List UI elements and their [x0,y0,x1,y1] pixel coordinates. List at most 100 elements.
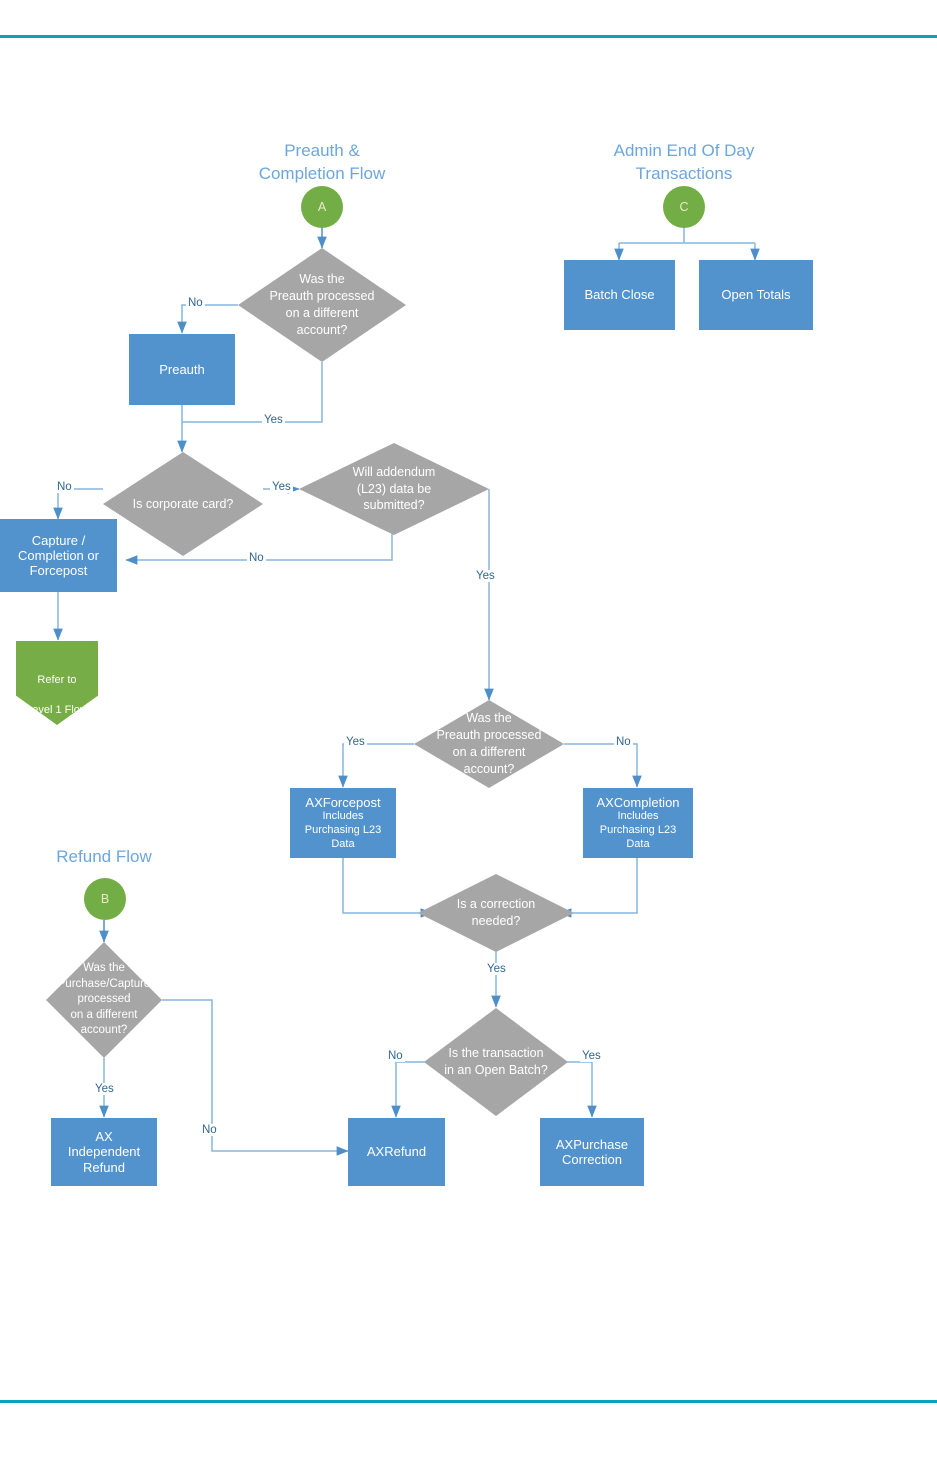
preauth-flow-title-line2: Completion Flow [258,163,386,183]
decision-text: Will addendum (L23) data be submitted? [299,443,489,535]
edge-label-yes-7: Yes [93,1083,116,1095]
process-axrefund[interactable]: AXRefund [348,1118,445,1186]
process-axpurchase-correction[interactable]: AXPurchase Correction [540,1118,644,1186]
process-axcompletion-sub3: Data [626,837,650,850]
decision-line: Was the [466,711,512,726]
decision-line: on a different [285,306,359,320]
process-axforcepost-sub1: Includes [322,810,364,823]
edge-label-no-1: No [186,297,205,309]
process-preauth[interactable]: Preauth [129,334,235,405]
edge-label-yes-4: Yes [344,736,367,748]
edge-label-yes-1: Yes [262,414,285,426]
edge-label-no-4: No [614,736,633,748]
process-ax-independent-text: AX Independent Refund [68,1129,140,1175]
process-axrefund-label: AXRefund [366,1144,427,1160]
process-axforcepost-sub3: Data [331,837,355,850]
process-capture-sub2: Forcepost [29,563,88,579]
decision-is-a-correction-needed[interactable]: Is a correction needed? [418,874,574,952]
process-ax-independent-sub1: Independent [67,1144,141,1160]
decision-line: Purchase/Capture [57,977,151,990]
connector-a-label: A [317,200,327,214]
decision-line: needed? [471,914,521,928]
decision-line: Preauth processed [436,728,542,743]
decision-line: Was the [299,272,345,287]
process-capture-main: Capture / [31,532,86,548]
refund-flow-title: Refund Flow [34,846,174,869]
process-axcompletion-main: AXCompletion [596,794,680,810]
process-axforcepost-main: AXForcepost [305,794,381,810]
decision-purchase-capture-different-account[interactable]: Was the Purchase/Capture processed on a … [46,942,162,1058]
decision-addendum-l23[interactable]: Will addendum (L23) data be submitted? [299,443,489,535]
refund-flow-title-line1: Refund Flow [56,847,152,866]
decision-line: Preauth processed [269,289,375,304]
decision-text: Was the Preauth processed on a different… [414,700,564,788]
process-axcompletion[interactable]: AXCompletion Includes Purchasing L23 Dat… [583,788,693,858]
admin-flow-title-line2: Transactions [635,163,733,183]
edge-label-yes-2: Yes [270,481,293,493]
edge-label-no-2: No [55,481,74,493]
connector-c[interactable]: C [663,186,705,228]
decision-line: account? [80,1024,128,1037]
decision-line: Will addendum [352,464,436,479]
admin-flow-title: Admin End Of Day Transactions [584,140,784,186]
decision-line: Is corporate card? [132,496,234,511]
process-batch-close[interactable]: Batch Close [564,260,675,330]
decision-text: Is corporate card? [103,452,263,556]
connector-b[interactable]: B [84,878,126,920]
footer-rule [0,1400,937,1403]
decision-line: Was the [83,962,125,975]
decision-text: Is the transaction in an Open Batch? [424,1008,568,1116]
process-capture-completion-forcepost[interactable]: Capture / Completion or Forcepost [0,519,117,592]
header-rule [0,35,937,38]
process-batch-close-label: Batch Close [584,287,655,303]
terminator-line: Level 1 Flow [26,704,88,717]
preauth-flow-title: Preauth & Completion Flow [232,140,412,186]
decision-preauth-different-account-2[interactable]: Was the Preauth processed on a different… [414,700,564,788]
decision-line: (L23) data be [356,481,432,496]
process-ax-independent-refund[interactable]: AX Independent Refund [51,1118,157,1186]
decision-preauth-different-account-1[interactable]: Was the Preauth processed on a different… [238,248,406,362]
edge-label-yes-6: Yes [580,1050,603,1062]
edge-label-no-6: No [200,1124,219,1136]
decision-line: submitted? [363,498,425,513]
terminator-text: Refer to Level 1 Flow [26,641,88,718]
connector-a[interactable]: A [301,186,343,228]
decision-is-corporate-card[interactable]: Is corporate card? [103,452,263,556]
process-open-totals-label: Open Totals [721,287,791,303]
process-axpurchase-text: AXPurchase Correction [556,1137,628,1168]
process-axpurchase-main: AXPurchase [555,1136,629,1152]
admin-flow-title-line1: Admin End Of Day [613,141,755,160]
decision-line: processed [77,993,131,1006]
process-axforcepost[interactable]: AXForcepost Includes Purchasing L23 Data [290,788,396,858]
process-axcompletion-sub1: Includes [617,810,659,823]
decision-text: Is a correction needed? [418,874,574,952]
preauth-flow-title-line1: Preauth & [284,141,360,160]
decision-line: account? [296,322,348,337]
connector-c-label: C [679,200,689,214]
process-axcompletion-sub2: Purchasing L23 [599,823,677,836]
process-capture-sub1: Completion or [18,547,99,563]
edge-label-yes-5: Yes [485,963,508,975]
decision-text: Was the Purchase/Capture processed on a … [46,942,162,1058]
terminator-refer-to-level-1-flow[interactable]: Refer to Level 1 Flow [16,641,98,725]
decision-line: on a different [70,1008,138,1021]
process-capture-text: Capture / Completion or Forcepost [18,533,99,579]
decision-is-transaction-in-open-batch[interactable]: Is the transaction in an Open Batch? [424,1008,568,1116]
process-preauth-label: Preauth [159,361,205,377]
decision-text: Was the Preauth processed on a different… [238,248,406,362]
decision-line: Is the transaction [448,1046,544,1061]
process-open-totals[interactable]: Open Totals [699,260,813,330]
process-ax-independent-sub2: Refund [83,1159,125,1175]
edge-label-yes-3: Yes [474,570,497,582]
process-axforcepost-text: AXForcepost Includes Purchasing L23 Data [305,795,381,852]
process-ax-independent-main: AX [95,1129,113,1144]
decision-line: on a different [452,745,526,759]
terminator-line: Refer to [37,674,77,686]
decision-line: Is a correction [456,897,536,912]
edge-label-no-5: No [386,1050,405,1062]
process-axcompletion-text: AXCompletion Includes Purchasing L23 Dat… [596,795,679,852]
process-axforcepost-sub2: Purchasing L23 [304,823,382,836]
process-axpurchase-sub1: Correction [562,1152,622,1167]
connector-b-label: B [100,892,110,906]
